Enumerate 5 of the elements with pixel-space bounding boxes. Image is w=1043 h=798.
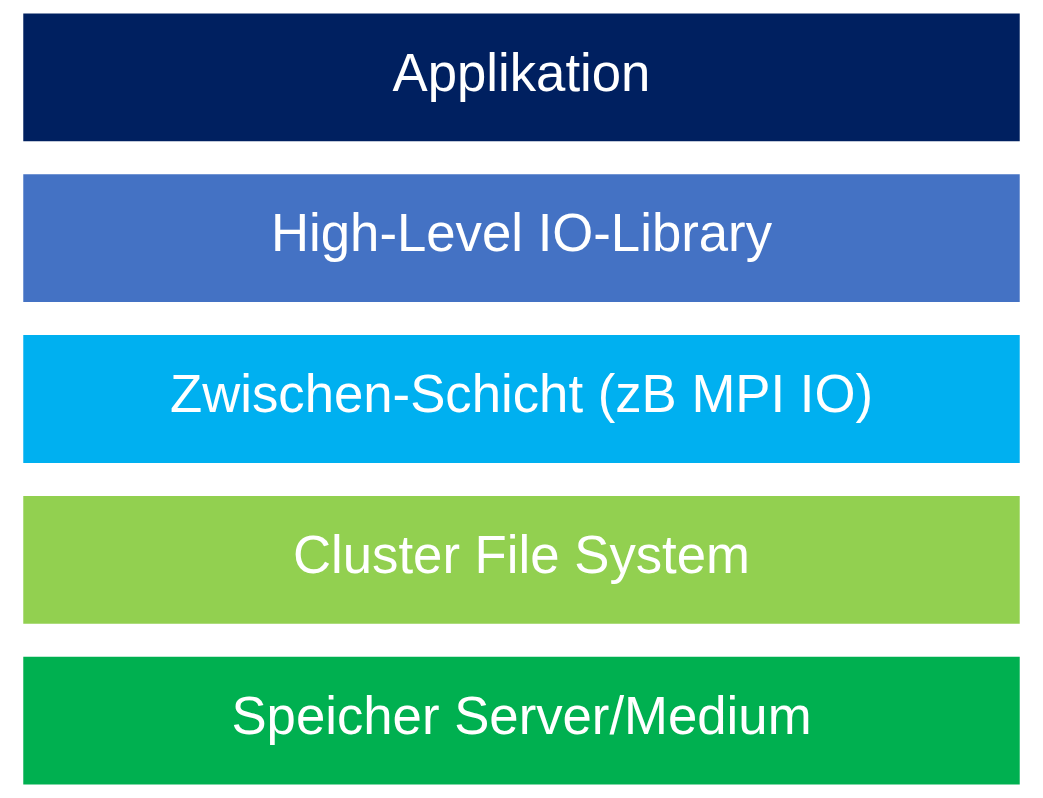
node-box: Cluster File System xyxy=(23,495,1020,624)
node-box: Speicher Server/Medium xyxy=(23,656,1020,785)
node-box: Applikation xyxy=(23,13,1020,142)
node-box: Zwischen-Schicht (zB MPI IO) xyxy=(23,335,1020,463)
node-box: High-Level IO-Library xyxy=(23,174,1020,303)
